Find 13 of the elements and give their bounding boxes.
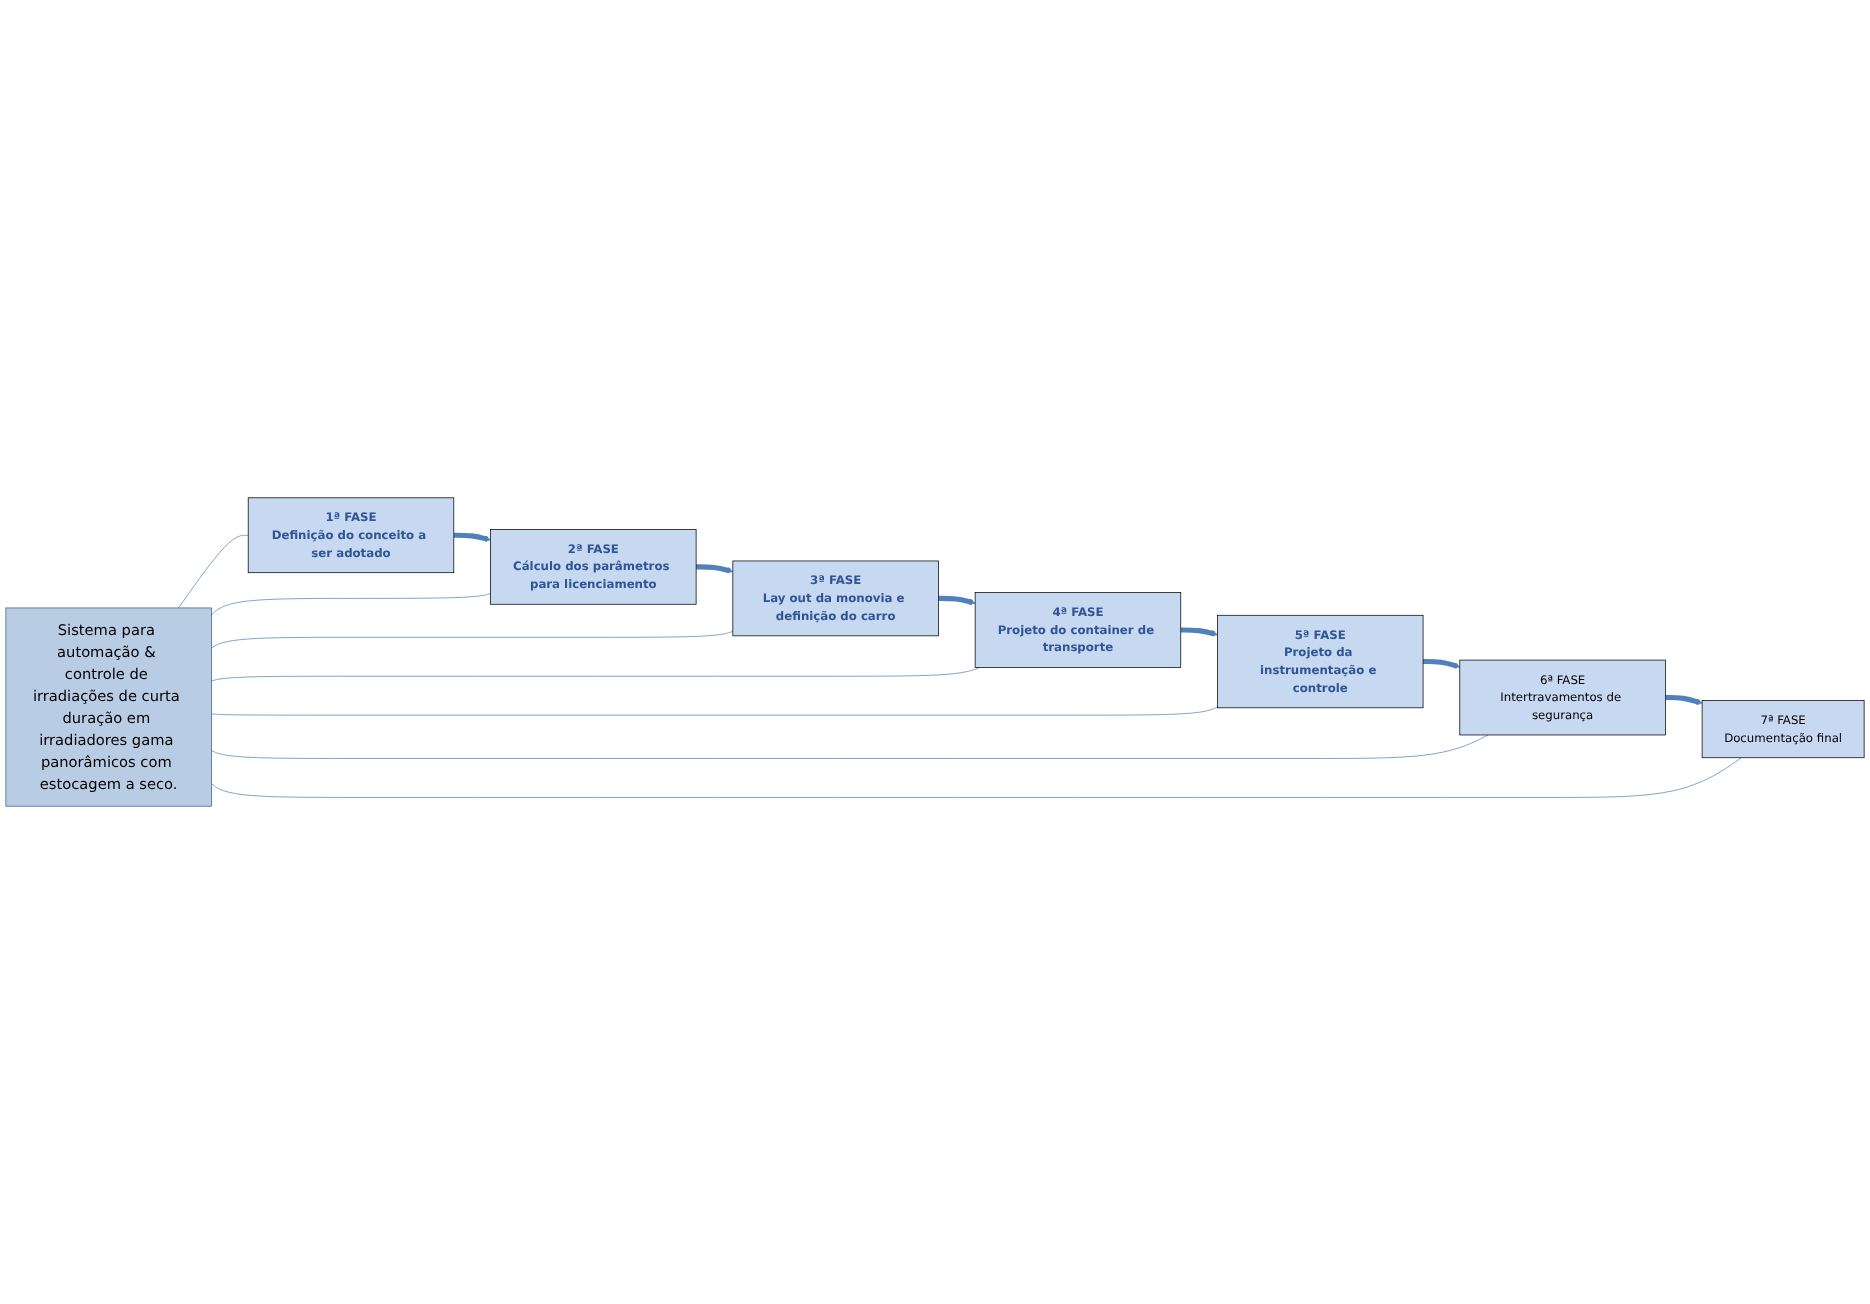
arrow <box>1180 627 1218 637</box>
connector <box>211 757 1742 798</box>
arrow <box>938 595 976 605</box>
connector <box>211 667 981 682</box>
connector <box>211 734 1489 759</box>
arrow <box>696 564 734 574</box>
arrow <box>1665 694 1703 705</box>
connector <box>211 593 491 616</box>
connector <box>178 534 249 609</box>
arrow <box>453 532 491 542</box>
arrow <box>1423 658 1461 669</box>
connector <box>211 706 1218 716</box>
connector <box>211 631 734 649</box>
